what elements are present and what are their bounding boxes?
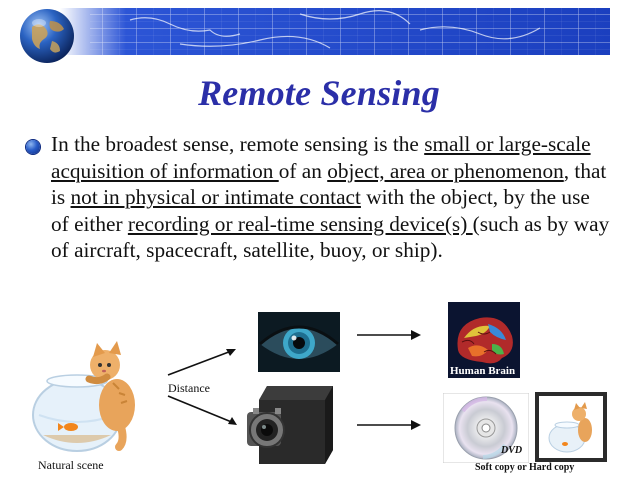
eye-image: [258, 312, 340, 372]
body-underlined-text: recording or real-time sensing device(s): [127, 211, 473, 236]
human-brain-image: [448, 302, 520, 378]
natural-scene-image: [25, 335, 155, 455]
dvd-disc-image: DVD: [443, 393, 529, 463]
body-underlined-text: small or large-scale acquisition of info…: [51, 132, 591, 183]
body-underlined-text: not in physical or intimate contact: [70, 185, 361, 210]
globe-icon: [20, 9, 74, 63]
arrow-right-icon: [357, 330, 421, 340]
dvd-label: DVD: [500, 445, 522, 456]
body-text: with the object, by the use of either: [51, 185, 590, 236]
bullet-paragraph: In the broadest sense, remote sensing is…: [51, 131, 611, 264]
body-text: (such as by way of aircraft, spacecraft,…: [51, 211, 610, 263]
body-text: of an: [278, 158, 328, 183]
slide-title: Remote Sensing: [198, 73, 440, 113]
header-banner: [60, 8, 610, 57]
bullet-icon: [26, 140, 40, 154]
human-brain-label: Human Brain: [450, 365, 516, 377]
natural-scene-label: Natural scene: [38, 458, 104, 472]
distance-label: Distance: [168, 381, 210, 395]
arrow-right-icon: [357, 420, 421, 430]
arrow-up-right-icon: [167, 349, 236, 376]
body-text: , that is: [51, 158, 607, 210]
printed-photo-image: [535, 392, 607, 462]
copy-label: Soft copy or Hard copy: [475, 462, 575, 473]
arrow-down-right-icon: [167, 395, 237, 425]
body-text: In the broadest sense, remote sensing is…: [51, 132, 425, 156]
camera-image: [237, 378, 343, 472]
body-underlined-text: object, area or phenomenon: [327, 158, 564, 183]
